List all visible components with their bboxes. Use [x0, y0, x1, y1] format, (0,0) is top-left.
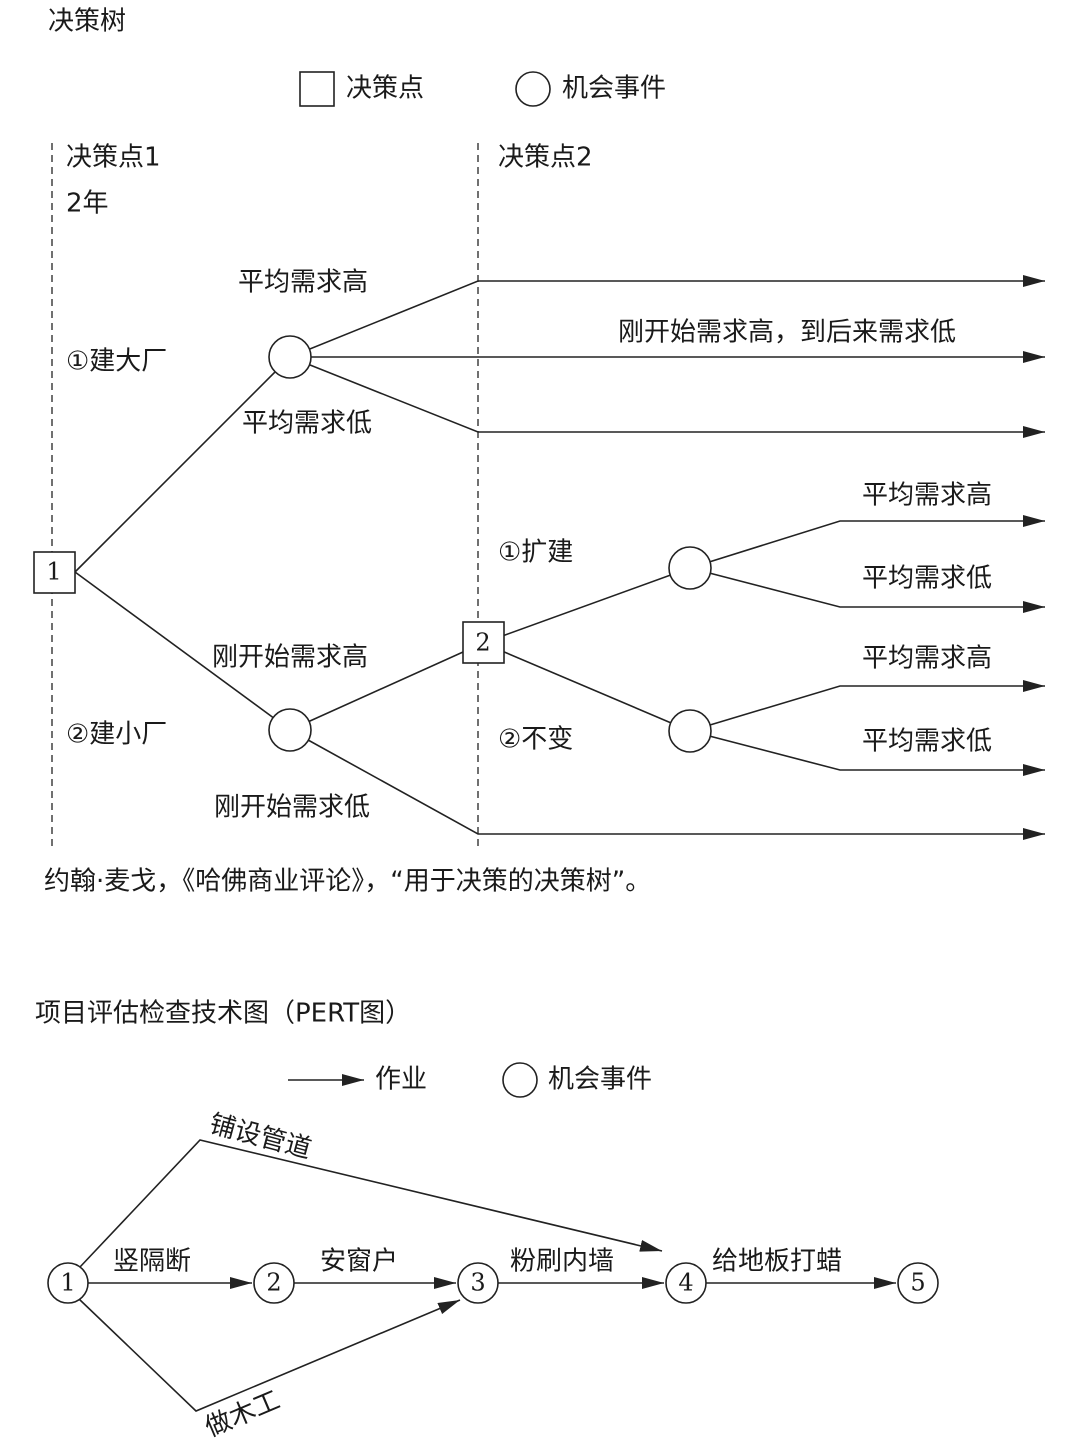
event-node-1-label: 1: [60, 1269, 75, 1297]
event-node-3: [457, 1262, 499, 1304]
activity-pipes-label: 铺设管道: [206, 1109, 314, 1165]
stage2-label: 决策点2: [498, 143, 593, 173]
legend-event-circle-icon: [502, 1062, 538, 1098]
activity-wax-label: 给地板打蜡: [712, 1247, 842, 1277]
event-node-5: [897, 1262, 939, 1304]
branch-expand: [482, 567, 691, 644]
chance-node-keep: [668, 709, 712, 753]
stage1-duration: 2年: [66, 189, 109, 219]
activity-pipes-arrow: [79, 1139, 663, 1268]
event-node-5-label: 5: [910, 1269, 925, 1297]
option-expand-label: ①扩建: [498, 538, 573, 568]
legend-activity-label: 作业: [375, 1065, 427, 1095]
activity-partition-label: 竖隔断: [113, 1247, 191, 1277]
stage1-label: 决策点1: [66, 143, 161, 173]
option-big-plant-label: ①建大厂: [66, 347, 167, 377]
pert-title: 项目评估检查技术图（PERT图）: [35, 999, 411, 1029]
event-node-4: [665, 1262, 707, 1304]
branch-big-low: [289, 356, 1045, 438]
event-node-2-label: 2: [266, 1269, 281, 1297]
outcome-small-initial-high-label: 刚开始需求高: [212, 643, 368, 673]
chance-node-small-plant: [268, 708, 312, 752]
decision-tree-title: 决策树: [48, 7, 126, 37]
branch-big-plant: [74, 356, 291, 573]
branch-keep-high: [689, 680, 1045, 732]
branch-keep: [482, 642, 691, 732]
branch-small-plant: [74, 571, 291, 731]
branch-small-initial-low: [289, 729, 1045, 840]
branch-big-high: [289, 275, 1045, 358]
decision-node-1: [33, 551, 76, 594]
chance-node-expand: [668, 546, 712, 590]
decision-node-2: [462, 621, 505, 664]
legend-decision-square-icon: [299, 71, 335, 107]
activity-carpentry-label: 做木工: [201, 1385, 285, 1443]
branch-keep-low: [689, 730, 1045, 776]
legend-decision-label: 决策点: [346, 74, 424, 104]
event-node-1: [47, 1262, 89, 1304]
outcome-expand-high-label: 平均需求高: [862, 481, 992, 511]
activity-paint-label: 粉刷内墙: [510, 1247, 614, 1277]
decision-node-1-label: 1: [46, 558, 61, 586]
decision-node-2-label: 2: [475, 629, 490, 657]
outcome-big-high-label: 平均需求高: [238, 268, 368, 298]
option-keep-label: ②不变: [498, 725, 573, 755]
legend-chance-label: 机会事件: [562, 74, 666, 104]
outcome-keep-high-label: 平均需求高: [862, 644, 992, 674]
legend-event-label: 机会事件: [548, 1065, 652, 1095]
activity-carpentry-arrow: [78, 1298, 461, 1412]
branch-small-initial-high: [289, 642, 484, 731]
event-node-4-label: 4: [678, 1269, 693, 1297]
outcome-keep-low-label: 平均需求低: [862, 727, 992, 757]
branch-expand-high: [689, 515, 1045, 569]
outcome-big-high-then-low-label: 刚开始需求高，到后来需求低: [618, 318, 956, 348]
outcome-big-low-label: 平均需求低: [242, 409, 372, 439]
outcome-small-initial-low-label: 刚开始需求低: [214, 793, 370, 823]
decision-tree-source: 约翰·麦戈，《哈佛商业评论》，“用于决策的决策树”。: [44, 867, 651, 897]
chance-node-big-plant: [268, 335, 312, 379]
branch-expand-low: [689, 567, 1045, 613]
event-node-2: [253, 1262, 295, 1304]
event-node-3-label: 3: [470, 1269, 485, 1297]
activity-windows-label: 安窗户: [320, 1247, 398, 1277]
option-small-plant-label: ②建小厂: [66, 720, 167, 750]
outcome-expand-low-label: 平均需求低: [862, 564, 992, 594]
legend-chance-circle-icon: [515, 71, 551, 107]
